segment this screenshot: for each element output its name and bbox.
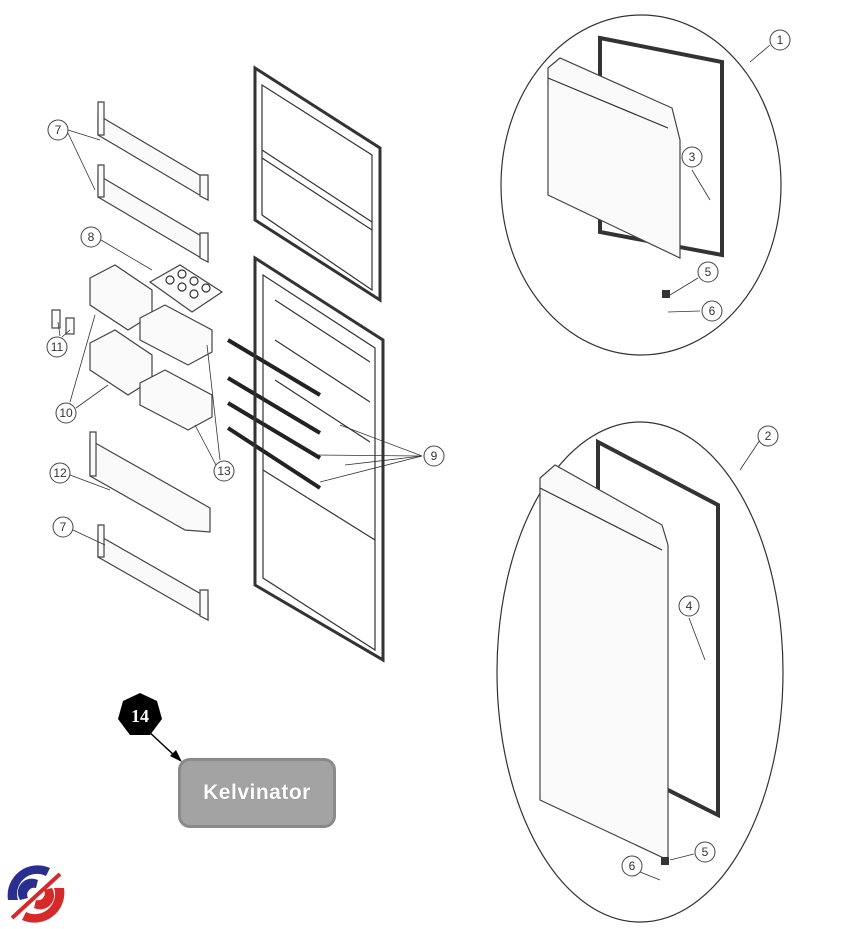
svg-text:11: 11: [51, 340, 64, 354]
svg-text:14: 14: [131, 706, 149, 726]
callout-7-bottom: 7: [52, 516, 74, 538]
callout-3: 3: [681, 146, 703, 168]
svg-text:1: 1: [777, 33, 784, 47]
callout-10: 10: [55, 402, 77, 424]
svg-text:3: 3: [689, 150, 696, 164]
svg-text:13: 13: [217, 464, 231, 478]
rails: [226, 338, 322, 490]
callout-14-badge: 14: [118, 693, 162, 735]
svg-text:6: 6: [709, 304, 716, 318]
callout-13: 13: [213, 460, 235, 482]
svg-text:2: 2: [765, 429, 772, 443]
company-logo-icon: [7, 865, 65, 923]
svg-text:9: 9: [431, 449, 438, 463]
bins: [89, 264, 213, 431]
door-shelf-bottom: [97, 524, 209, 622]
callout-2: 2: [757, 425, 779, 447]
svg-text:5: 5: [705, 265, 712, 279]
fridge-hinge-part: [661, 857, 669, 865]
right-leader-lines: [639, 169, 711, 881]
freezer-hinge-part: [662, 290, 670, 298]
freezer-door-liner: [253, 65, 382, 303]
large-door-shelf: [89, 431, 211, 533]
callout-6-fridge: 6: [621, 855, 643, 877]
kelvinator-badge: Kelvinator: [178, 758, 336, 828]
callout-9: 9: [423, 445, 445, 467]
fridge-door-detail-circle: [496, 421, 784, 923]
fridge-door: [539, 464, 669, 861]
callout-11: 11: [46, 336, 68, 358]
callout-12: 12: [49, 462, 71, 484]
hinge-clips: [51, 309, 75, 335]
callout-5-freezer: 5: [697, 261, 719, 283]
egg-tray: [148, 264, 224, 313]
freezer-door: [547, 57, 681, 259]
callout-8: 8: [80, 226, 102, 248]
badge-arrow: [146, 729, 177, 758]
svg-text:6: 6: [629, 859, 636, 873]
svg-text:10: 10: [59, 406, 73, 420]
callout-6-freezer: 6: [701, 300, 723, 322]
svg-text:5: 5: [702, 845, 709, 859]
door-shelf-top-1: [97, 101, 209, 202]
leader-lines: [57, 129, 423, 546]
callout-1: 1: [769, 29, 791, 51]
svg-text:7: 7: [55, 123, 62, 137]
svg-text:8: 8: [88, 230, 95, 244]
callout-4: 4: [678, 595, 700, 617]
svg-text:12: 12: [53, 466, 67, 480]
svg-text:4: 4: [686, 599, 693, 613]
freezer-door-detail-circle: [500, 14, 782, 356]
fridge-door-liner: [253, 255, 385, 663]
callout-7-top: 7: [47, 119, 69, 141]
svg-text:7: 7: [60, 520, 67, 534]
door-shelf-top-2: [97, 164, 209, 264]
callout-5-fridge: 5: [694, 841, 716, 863]
